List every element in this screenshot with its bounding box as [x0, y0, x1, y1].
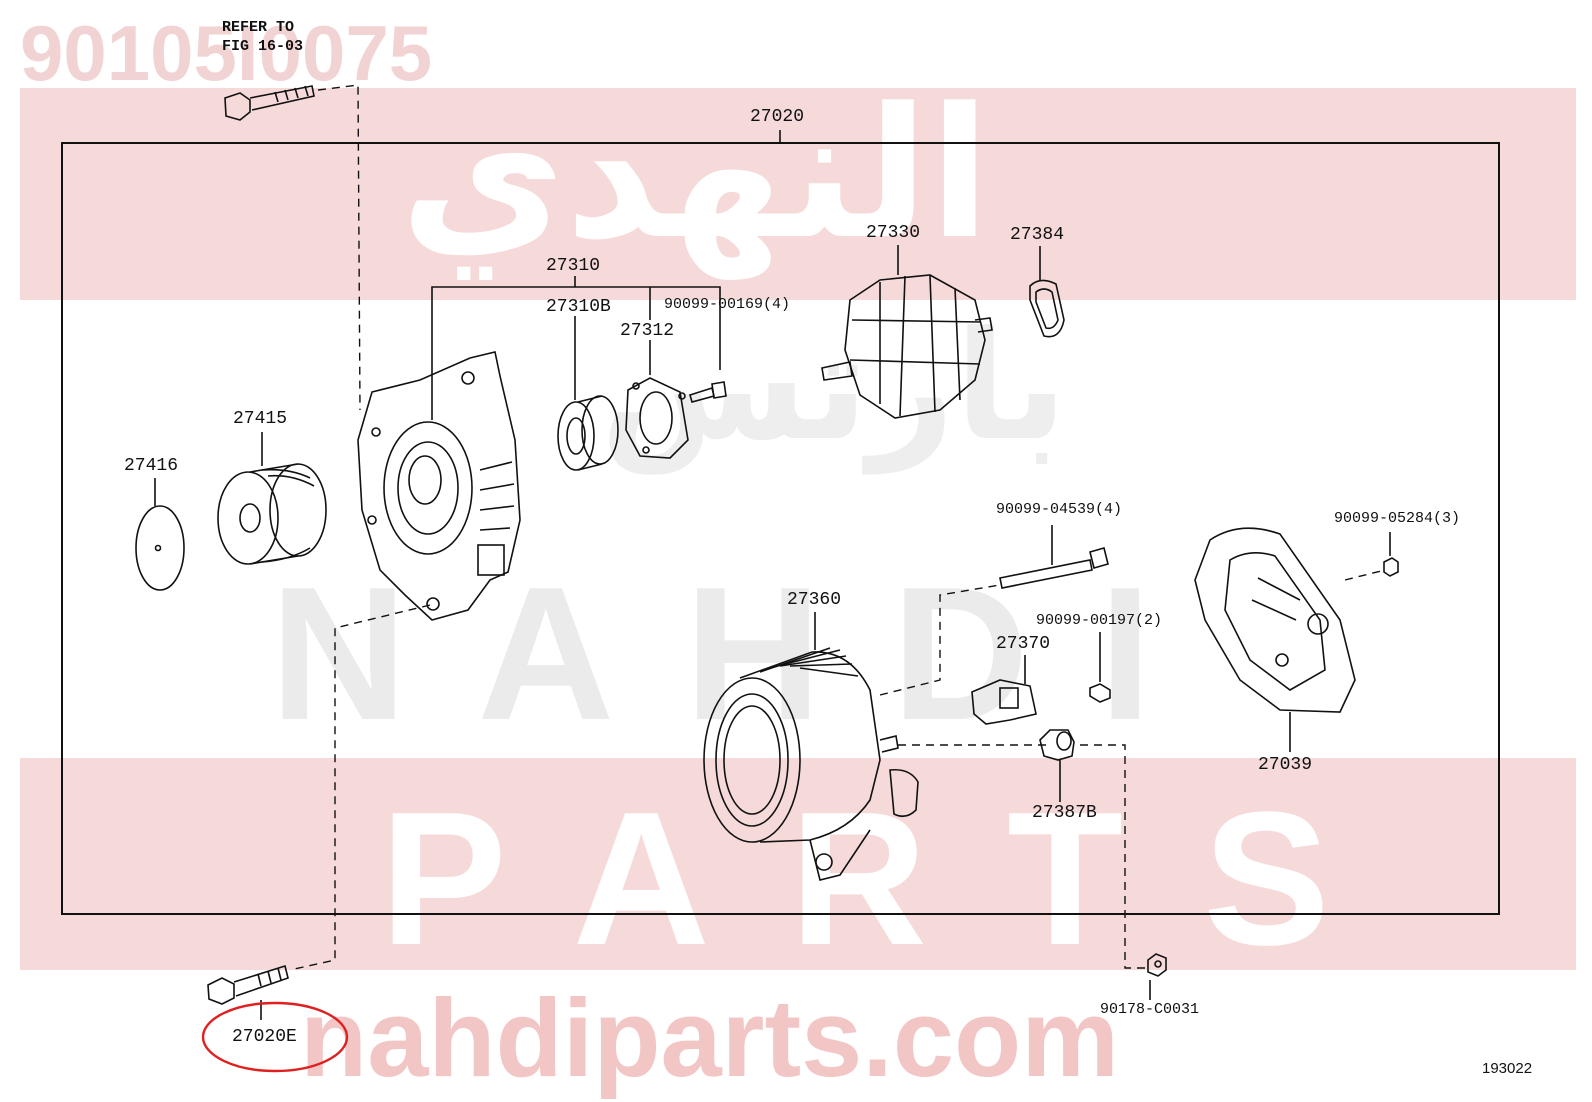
watermark-band-top: [20, 88, 1576, 300]
label-27020e: 27020E: [232, 1027, 297, 1047]
screw-00197-icon: [1089, 632, 1111, 703]
brush-holder-27370-icon: [971, 655, 1037, 725]
label-27312: 27312: [620, 321, 675, 341]
bolt-top-icon: [224, 85, 315, 121]
nut-c0031-icon: [1147, 953, 1167, 1000]
label-27020: 27020: [750, 107, 805, 127]
highlight-ellipse: [201, 1001, 349, 1073]
bolt-bottom-icon: [207, 964, 289, 1020]
screw-00169-icon: [689, 381, 727, 403]
label-90178-c0031: 90178-C0031: [1100, 1001, 1200, 1018]
image-id: 193022: [1482, 1060, 1533, 1077]
label-27416: 27416: [124, 456, 179, 476]
label-27384: 27384: [1010, 225, 1065, 245]
label-27360: 27360: [787, 590, 842, 610]
label-90099-00169: 90099-00169(4): [664, 296, 791, 313]
ring-27384-icon: [1029, 246, 1065, 338]
reference-note: REFER TO FIG 16-03: [222, 18, 303, 56]
watermark-arabic-sub: بارتس: [600, 300, 1068, 474]
label-27039: 27039: [1258, 755, 1313, 775]
rotor-27330-icon: [821, 245, 993, 419]
label-27310b: 27310B: [546, 297, 611, 317]
drive-end-frame-icon: [357, 351, 521, 621]
cap-27416-icon: [135, 478, 185, 591]
bearing-27310b-icon: [557, 395, 619, 471]
rear-cover-27039-icon: [1194, 527, 1356, 752]
label-27415: 27415: [233, 409, 288, 429]
watermark-arabic-brand: النهدي: [400, 70, 991, 279]
watermark-nahdi: NAHDI: [270, 548, 1222, 760]
through-bolt-04539-icon: [999, 525, 1109, 589]
label-27370: 27370: [996, 634, 1051, 654]
label-90099-05284: 90099-05284(3): [1334, 510, 1461, 527]
label-27310: 27310: [546, 256, 601, 276]
spacer-27387b-icon: [1039, 729, 1075, 802]
label-27387b: 27387B: [1032, 803, 1097, 823]
retainer-27312-icon: [625, 377, 689, 459]
reference-line2: FIG 16-03: [222, 38, 304, 55]
nut-05284-icon: [1383, 532, 1399, 577]
watermark-part-number: 90105I0075: [20, 9, 433, 97]
pulley-27415-icon: [217, 432, 327, 565]
stator-27360-icon: [703, 612, 919, 881]
watermark-band-bottom: [20, 758, 1576, 970]
label-90099-00197: 90099-00197(2): [1036, 612, 1163, 629]
watermark-parts: PARTS: [380, 773, 1410, 985]
label-27330: 27330: [866, 223, 921, 243]
reference-line1: REFER TO: [222, 19, 295, 36]
label-90099-04539: 90099-04539(4): [996, 501, 1123, 518]
watermark-site: nahdiparts.com: [300, 977, 1120, 1100]
